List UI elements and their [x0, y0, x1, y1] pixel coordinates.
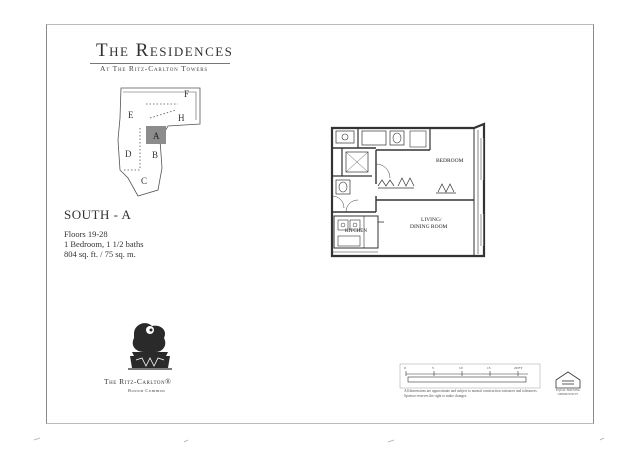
scale-tick-5: 5 — [432, 366, 434, 370]
scan-artifacts — [33, 437, 605, 443]
key-plan-label-d: D — [125, 149, 132, 159]
scale-tick-10: 10 — [459, 366, 463, 370]
unit-area: 804 sq. ft. / 75 sq. m. — [64, 249, 136, 259]
equal-housing-icon — [555, 371, 581, 389]
unit-details: Floors 19-28 1 Bedroom, 1 1/2 baths 804 … — [64, 229, 144, 259]
page-title: The Residences — [96, 40, 234, 61]
room-label-bedroom: BEDROOM — [436, 158, 464, 164]
brand-name: The Ritz-Carlton® — [104, 377, 172, 386]
title-divider — [90, 63, 230, 64]
key-plan-label-b: B — [152, 150, 158, 160]
room-label-kitchen: KITCHEN — [345, 229, 367, 234]
key-plan — [117, 87, 201, 197]
unit-floors: Floors 19-28 — [64, 229, 108, 239]
room-label-dining: DINING ROOM — [410, 224, 448, 230]
floor-plan — [330, 122, 486, 258]
key-plan-label-h: H — [178, 113, 185, 123]
scale-tick-20: 20 FT — [514, 366, 523, 370]
brochure-sheet — [46, 24, 594, 424]
unit-rooms: 1 Bedroom, 1 1/2 baths — [64, 239, 144, 249]
disclaimer-text: All dimensions are approximate and subje… — [404, 389, 538, 398]
equal-housing-label: EQUAL HOUSING OPPORTUNITY — [555, 388, 581, 396]
unit-name: SOUTH - A — [64, 207, 132, 222]
key-plan-label-f: F — [184, 89, 189, 99]
key-plan-label-c: C — [141, 176, 147, 186]
key-plan-label-e: E — [128, 110, 134, 120]
room-label-living: LIVING/ — [421, 217, 442, 223]
key-plan-label-a: A — [153, 131, 160, 141]
ritz-carlton-lion-logo — [128, 323, 172, 370]
scale-bar — [399, 363, 541, 389]
scale-tick-15: 15 — [487, 366, 491, 370]
key-plan-unit-a — [146, 126, 166, 144]
brand-location: Boston Common — [128, 388, 166, 393]
page-subtitle: At The Ritz-Carlton Towers — [100, 64, 208, 73]
scale-tick-0: 0 — [404, 366, 406, 370]
